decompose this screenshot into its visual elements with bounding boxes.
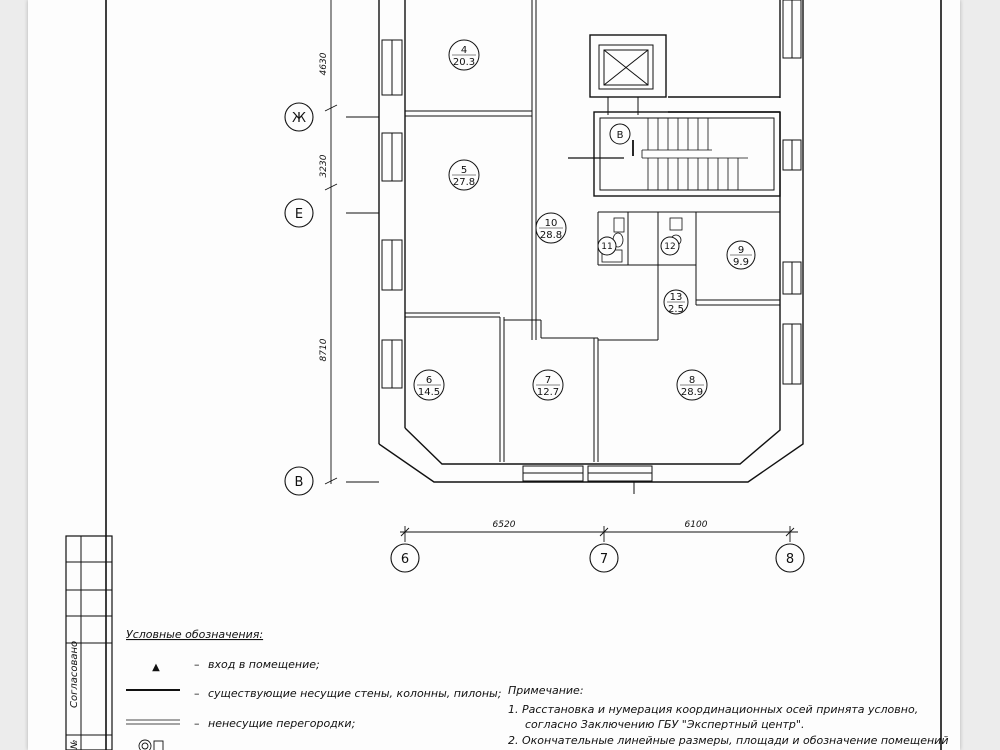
dim-3230: 3230 xyxy=(319,154,329,177)
stamp-label: Согласовано xyxy=(69,641,80,708)
room-8-label: 828.9 xyxy=(676,369,708,401)
room-9-number: 9 xyxy=(738,245,744,256)
legend-item-bearing-walls: существующие несущие стены, колонны, пил… xyxy=(208,687,501,700)
room-12-number: 12 xyxy=(664,242,675,252)
room-7-area: 12.7 xyxy=(537,387,559,398)
note-line-2: согласно Заключению ГБУ "Экспертный цент… xyxy=(525,718,804,731)
room-5-number: 5 xyxy=(461,165,467,176)
room-4-label: 420.3 xyxy=(448,39,480,71)
partitions xyxy=(405,0,780,462)
legend-item-partitions: ненесущие перегородки; xyxy=(208,717,355,730)
legend: Условные обозначения: ▲ – вход в помещен… xyxy=(126,628,501,750)
notes-title: Примечание: xyxy=(508,684,584,697)
svg-text:7: 7 xyxy=(600,552,608,567)
room-11-circle xyxy=(597,236,617,256)
room-9-label: 99.9 xyxy=(726,240,756,270)
entrance-triangle-icon: ▲ xyxy=(152,662,160,673)
stair-core xyxy=(568,111,781,197)
room-7-number: 7 xyxy=(545,375,551,386)
vertical-dimension-line xyxy=(324,0,379,485)
bearing-walls xyxy=(378,0,804,483)
axis-bubble-v: В xyxy=(284,466,314,496)
dim-4630: 4630 xyxy=(319,52,329,75)
approval-stamp-box: Согласовано № xyxy=(65,535,113,750)
svg-text:В: В xyxy=(295,475,304,490)
dim-6100: 6100 xyxy=(685,520,708,530)
stamp-number: № xyxy=(70,740,80,750)
svg-text:6: 6 xyxy=(401,552,409,567)
room-11-label: 11 xyxy=(597,236,617,256)
room-4-number: 4 xyxy=(461,45,467,56)
axis-bubble-zh: Ж xyxy=(284,102,314,132)
note-line-3: 2. Окончательные линейные размеры, площа… xyxy=(508,734,948,747)
room-6-number: 6 xyxy=(426,375,432,386)
svg-text:Ж: Ж xyxy=(292,111,306,126)
room-8-number: 8 xyxy=(689,375,695,386)
axis-bubble-6: 6 xyxy=(390,543,420,573)
room-12-label: 12 xyxy=(660,236,680,256)
room-10-area: 28.8 xyxy=(540,230,562,241)
notes: Примечание: 1. Расстановка и нумерация к… xyxy=(508,684,948,747)
horizontal-dimension-line xyxy=(400,526,798,542)
room-4-area: 20.3 xyxy=(453,57,475,68)
room-5-area: 27.8 xyxy=(453,177,475,188)
legend-dash-1: – xyxy=(194,658,200,671)
stair-mark: В xyxy=(609,123,631,145)
svg-text:В: В xyxy=(617,130,624,141)
note-line-1: 1. Расстановка и нумерация координационн… xyxy=(508,703,918,716)
dim-6520: 6520 xyxy=(493,520,516,530)
room-6-area: 14.5 xyxy=(418,387,440,398)
axis-bubble-e: Е xyxy=(284,198,314,228)
windows xyxy=(381,0,802,494)
room-9-area: 9.9 xyxy=(733,257,749,268)
axis-bubble-8: 8 xyxy=(775,543,805,573)
room-10-number: 10 xyxy=(545,218,558,229)
legend-item-entrance: вход в помещение; xyxy=(208,658,320,671)
dim-8710: 8710 xyxy=(319,338,329,361)
room-number-symbol-icon xyxy=(138,739,164,750)
room-8-area: 28.9 xyxy=(681,387,703,398)
room-13-number: 13 xyxy=(670,292,683,303)
svg-text:8: 8 xyxy=(786,552,794,567)
legend-dash-3: – xyxy=(194,717,200,730)
room-11-number: 11 xyxy=(601,242,612,252)
axis-bubble-7: 7 xyxy=(589,543,619,573)
room-6-label: 614.5 xyxy=(413,369,445,401)
drawing-sheet: Согласовано № xyxy=(28,0,960,750)
legend-dash-2: – xyxy=(194,687,200,700)
room-13-label: 132.5 xyxy=(663,289,689,315)
elevator-shaft xyxy=(589,34,667,115)
room-12-circle xyxy=(660,236,680,256)
floor-plan: Согласовано № xyxy=(65,0,948,750)
room-7-label: 712.7 xyxy=(532,369,564,401)
room-5-label: 527.8 xyxy=(448,159,480,191)
svg-text:Е: Е xyxy=(295,207,303,222)
room-13-area: 2.5 xyxy=(668,304,684,315)
legend-title: Условные обозначения: xyxy=(126,628,263,641)
